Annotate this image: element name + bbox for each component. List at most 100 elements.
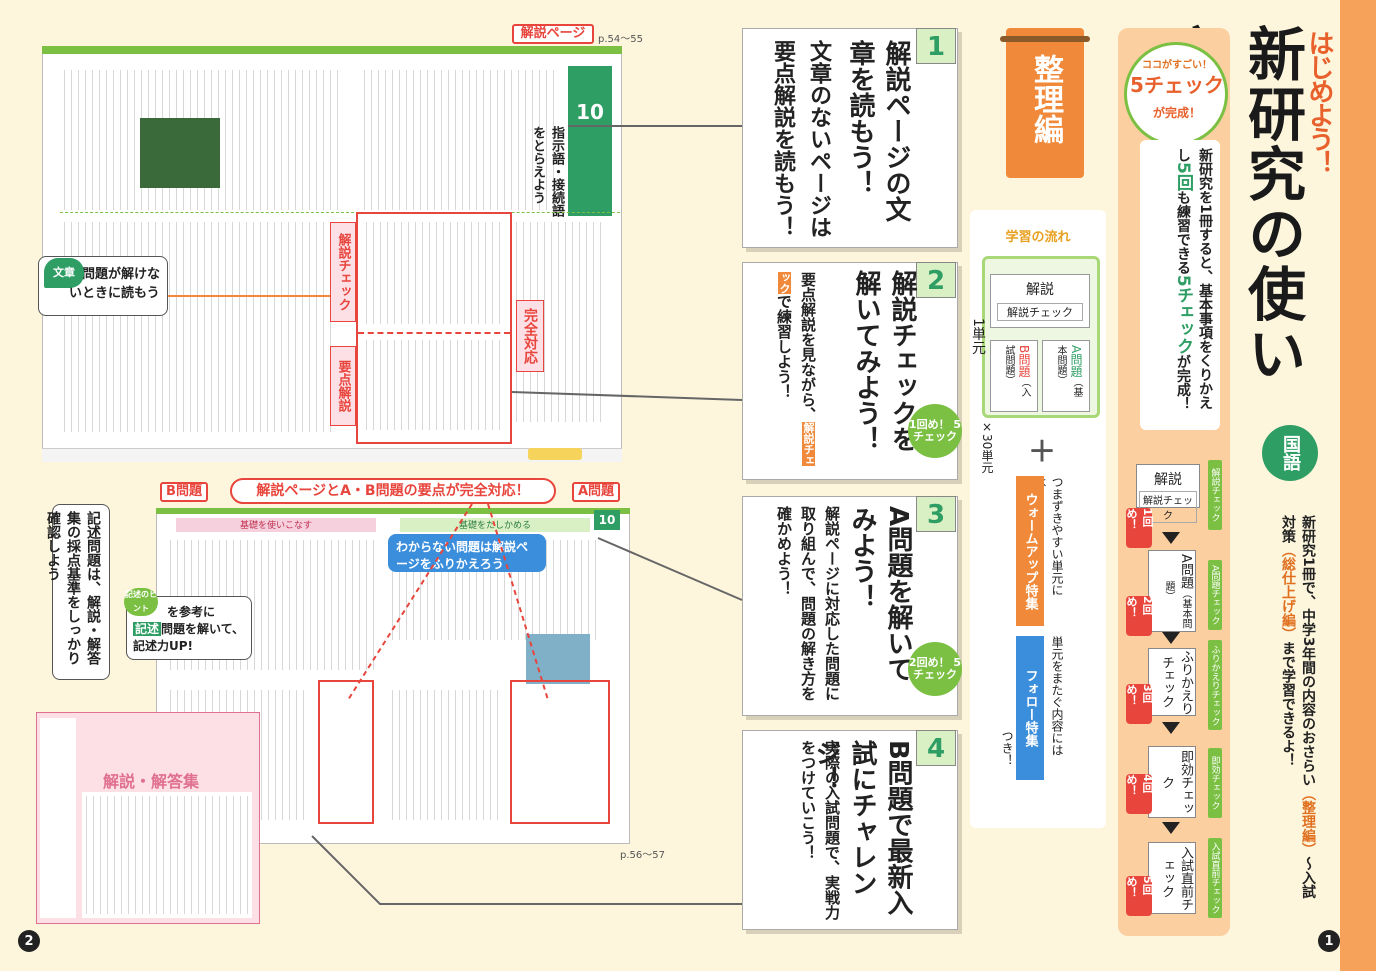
fc-desc-c: が完成！ — [1175, 354, 1191, 411]
kaisetsu-page-label: 解説ページ — [512, 24, 594, 44]
kijutsu-hint-tag: 記述のヒント — [124, 588, 158, 616]
check-tag-1: 解説チェック — [1208, 460, 1222, 530]
step-desc-4: 実際の入試問題で、実戦力をつけていこう！ — [799, 740, 841, 920]
kaisetsu-footer — [42, 448, 622, 462]
sf-plus: ＋ — [1028, 435, 1057, 468]
step-num-4: 4 — [916, 730, 956, 766]
step-card-1 — [742, 28, 958, 248]
step-num-1: 1 — [916, 28, 956, 64]
ab-unit-number: 10 — [594, 510, 620, 530]
flow-arrow-4 — [1162, 822, 1180, 834]
correspond-banner: 解説ページとA・B問題の要点が完全対応！ — [230, 478, 556, 504]
step-title-3: A問題を解いてみよう！ — [847, 506, 913, 683]
flow-step-1-sub: 解説チェック — [1139, 491, 1197, 523]
step-desc-2b: で練習しよう！ — [775, 294, 793, 399]
check-tag-4: 即効チェック — [1208, 748, 1222, 818]
fc-desc-b: も練習できる — [1175, 190, 1191, 275]
sf-tangen: 1単元 — [970, 318, 986, 355]
round-badge-2: 2回め！ — [1125, 596, 1154, 636]
sf-follow-desc: 単元をまたぐ内容には — [1050, 636, 1064, 756]
round-badge-5: 5回め！ — [1125, 876, 1154, 916]
fc-desc-a: 新研究を1冊すると、基本事項をくりかえし — [1175, 148, 1213, 410]
sf-warmup: ウォームアップ特集 — [1016, 476, 1044, 626]
b-mondai-label: B問題 — [160, 482, 208, 502]
kijutsu-tag: 記述 — [133, 622, 162, 636]
flow-step-2-sub: （基本問題） — [1163, 581, 1191, 629]
flow-step-1-box: 解説 — [1154, 472, 1182, 488]
kaisetsu-text-right — [364, 70, 554, 210]
page-number-right: 1 — [1318, 930, 1340, 952]
kanji-training-badge — [528, 448, 582, 460]
bunsho-tag: 文章 — [44, 258, 84, 288]
sf-kaisetsu-check: 解説チェック — [997, 303, 1083, 321]
step-badge-3: 2回め！ 5チェック — [908, 642, 962, 696]
wakaranai-callout: わからない問題は解説ページをふりかえろう — [388, 534, 546, 572]
seiri-banner-rod — [1000, 36, 1090, 42]
five-check-main: 5チェック — [1130, 73, 1224, 97]
sf-b-sub: （入試問題） — [1003, 345, 1030, 398]
seiri-label: 整理編 — [1028, 54, 1063, 144]
step-desc-3: 解説ページに対応した問題に取り組んで、問題の解き方を確かめよう！ — [775, 506, 841, 701]
desc-sogo: （総仕上げ編） — [1280, 543, 1296, 641]
a-answer-frame — [510, 680, 610, 824]
sf-follow: フォロー特集 — [1016, 636, 1044, 780]
flow-step-1: 解説 解説チェック — [1136, 464, 1200, 523]
subject-badge: 国語 — [1262, 425, 1318, 481]
round-badge-1: 1回め！ — [1125, 508, 1154, 548]
desc-line1: 新研究1冊で、中学3年間の内容のおさらい — [1300, 515, 1316, 787]
step-badge-2: 1回め！ 5チェック — [908, 404, 962, 458]
answers-booklet-page — [40, 718, 76, 918]
ab-spread-topbar — [156, 508, 630, 514]
kaisetsu-check-text — [366, 222, 506, 324]
desc-seiri: （整理編） — [1300, 786, 1316, 857]
orange-edge-stripe — [1340, 0, 1376, 971]
check-tag-3: ふりかえりチェック — [1208, 640, 1222, 730]
kaisetsu-spread-topbar — [42, 46, 622, 54]
step-title-4: B問題で最新入試にチャレンジ！ — [811, 740, 913, 916]
fc-desc-num1: 5回 — [1173, 162, 1193, 191]
seiri-banner — [1006, 28, 1084, 178]
sf-times: ×30単元 — [980, 420, 994, 474]
step-desc-1: 文章のないページは要点解説を読もう！ — [770, 40, 831, 238]
five-check-badge — [1124, 42, 1228, 146]
sf-b-title: B問題 — [1017, 345, 1031, 378]
b-header: 基礎を使いこなす — [176, 518, 376, 532]
unit-number: 10 — [576, 100, 604, 124]
check-tag-5: 入試直前チェック — [1208, 838, 1222, 918]
study-flow-title: 学習の流れ — [1005, 230, 1071, 245]
kijutsu-note: 記述問題は、解説・解答集の採点基準をしっかり確認しよう — [45, 504, 110, 680]
flow-arrow-1 — [1162, 532, 1180, 544]
line-step4 — [311, 835, 742, 905]
five-check-bottom: が完成！ — [1152, 106, 1201, 120]
a-text-bottom — [392, 690, 502, 820]
ab-pages: p.56～57 — [620, 850, 665, 861]
subject-description: 新研究1冊で、中学3年間の内容のおさらい（整理編）～入試対策（総仕上げ編）まで学… — [1238, 515, 1318, 905]
check-youten-divider — [358, 332, 510, 334]
kaisetsu-pages: p.54～55 — [598, 34, 643, 45]
answers-label: 解説・解答集 — [102, 772, 199, 791]
page-number-left: 2 — [18, 930, 40, 952]
unit-title: 指示語・接続語をとらえよう — [530, 126, 564, 217]
desc-mid: ～入試対策 — [1280, 515, 1316, 899]
a-header: 基礎をたしかめる — [400, 518, 590, 532]
hajimeyou-heading: はじめよう！ — [1304, 30, 1334, 174]
flow-arrow-2 — [1162, 632, 1180, 644]
youten-label: 要点解説 — [330, 346, 356, 426]
kijutsu-hint-a: を参考に — [167, 605, 216, 619]
round-badge-3: 3回め！ — [1125, 684, 1154, 724]
sf-a-sub: （基本問題） — [1055, 345, 1082, 398]
flow-step-2: A問題（基本問題） — [1148, 550, 1196, 632]
sf-kaisetsu-box: 解説 解説チェック — [990, 274, 1090, 328]
flow-arrow-3 — [1162, 722, 1180, 734]
desc-end: まで学習できるよ！ — [1280, 641, 1296, 767]
five-check-description: 新研究を1冊すると、基本事項をくりかえし5回も練習できる5チェックが完成！ — [1140, 140, 1220, 430]
five-check-top: ココがすごい！ — [1142, 60, 1212, 71]
sf-a-box: A問題（基本問題） — [1042, 340, 1090, 412]
a-mondai-label: A問題 — [572, 482, 620, 502]
flow-step-3: ふりかえりチェック — [1148, 648, 1196, 716]
kanzen-label: 完全対応 — [516, 300, 544, 372]
page-title: 新研究の使い方 — [1158, 24, 1306, 384]
unit-header — [568, 66, 612, 216]
flow-step-4: 即効チェック — [1148, 746, 1196, 818]
fc-desc-num2: 5チェック — [1173, 274, 1193, 355]
